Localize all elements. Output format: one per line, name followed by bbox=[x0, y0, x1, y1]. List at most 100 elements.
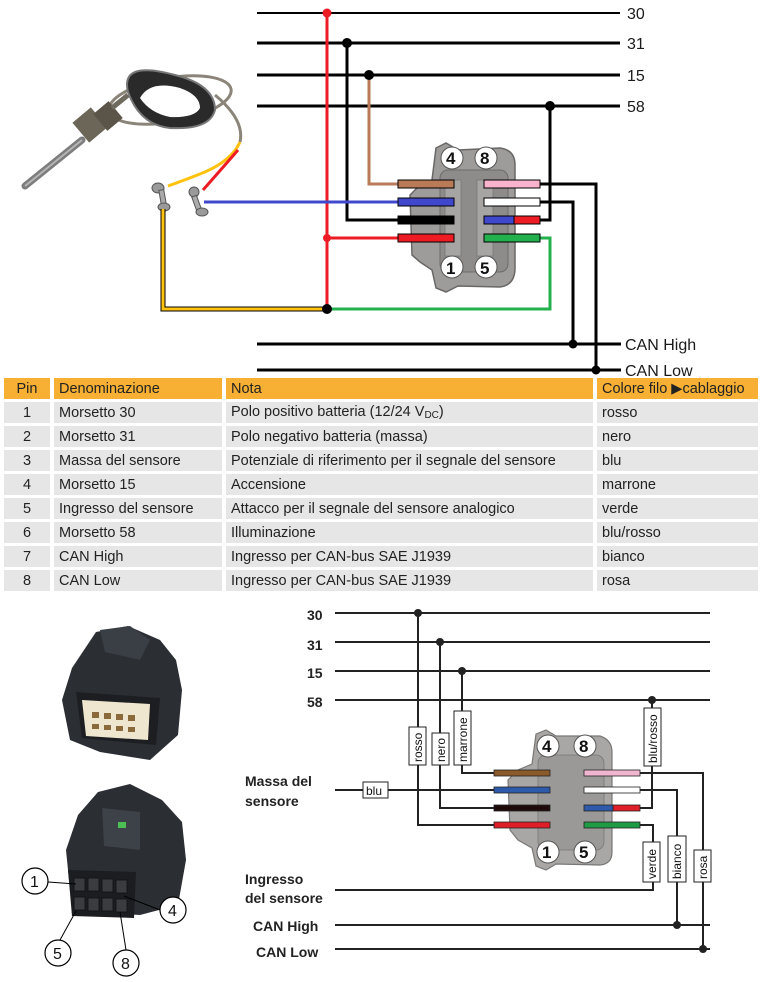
cell-note-subscript: DC bbox=[424, 410, 439, 421]
cell-wire-color: rosa bbox=[597, 570, 758, 591]
wire-marrone bbox=[367, 75, 398, 186]
wire-tags bbox=[362, 707, 712, 883]
cell-wire-color: marrone bbox=[597, 474, 758, 495]
cell-pin: 7 bbox=[4, 546, 50, 567]
table-row: 3 Massa del sensore Potenziale di riferi… bbox=[4, 450, 758, 471]
bus-label-30: 30 bbox=[307, 607, 323, 623]
cell-name: Morsetto 30 bbox=[54, 402, 222, 423]
cell-note: Illuminazione bbox=[226, 522, 593, 543]
temperature-sensor-image bbox=[21, 69, 243, 217]
callout-pin-4: 4 bbox=[168, 903, 177, 920]
cell-pin: 4 bbox=[4, 474, 50, 495]
header-pin: Pin bbox=[4, 378, 50, 399]
header-note: Nota bbox=[226, 378, 593, 399]
junction-dots-bottom bbox=[414, 609, 707, 953]
cell-wire-color: blu/rosso bbox=[597, 522, 758, 543]
bus-label-31: 31 bbox=[627, 36, 645, 53]
cell-wire-color: nero bbox=[597, 426, 758, 447]
label-can-low: CAN Low bbox=[256, 944, 318, 960]
pin-stubs-bottom bbox=[493, 769, 641, 829]
cell-note: Ingresso per CAN-bus SAE J1939 bbox=[226, 546, 593, 567]
cell-pin: 5 bbox=[4, 498, 50, 519]
table-header-row: Pin Denominazione Nota Colore filo ▶cabl… bbox=[4, 378, 758, 399]
cell-name: Massa del sensore bbox=[54, 450, 222, 471]
junction-dots-top bbox=[322, 8, 601, 375]
label-ingresso-line1: Ingresso bbox=[245, 871, 303, 887]
cell-pin: 6 bbox=[4, 522, 50, 543]
table-row: 6 Morsetto 58 Illuminazione blu/rosso bbox=[4, 522, 758, 543]
pin-label-5: 5 bbox=[480, 259, 489, 278]
bus-label-15: 15 bbox=[627, 68, 645, 85]
table-row: 5 Ingresso del sensore Attacco per il se… bbox=[4, 498, 758, 519]
label-ingresso-line2: del sensore bbox=[245, 890, 323, 906]
wire-giallo bbox=[160, 209, 327, 312]
wire-nero bbox=[345, 43, 398, 222]
cell-pin: 8 bbox=[4, 570, 50, 591]
pin-label-8: 8 bbox=[579, 737, 588, 756]
cell-note: Ingresso per CAN-bus SAE J1939 bbox=[226, 570, 593, 591]
tag-marrone: marrone bbox=[456, 717, 470, 762]
pin-callouts bbox=[21, 867, 187, 977]
bus-label-15: 15 bbox=[307, 665, 323, 681]
pin-label-1: 1 bbox=[542, 843, 551, 862]
callout-pin-1: 1 bbox=[30, 874, 39, 891]
bus-label-31: 31 bbox=[307, 637, 323, 653]
connector-bottom bbox=[507, 729, 613, 871]
bus-label-58: 58 bbox=[627, 99, 645, 116]
cell-pin: 2 bbox=[4, 426, 50, 447]
pin-label-4: 4 bbox=[446, 149, 456, 168]
header-name: Denominazione bbox=[54, 378, 222, 399]
cell-note: Polo negativo batteria (massa) bbox=[226, 426, 593, 447]
wire-bianco bbox=[540, 200, 575, 344]
table-row: 1 Morsetto 30 Polo positivo batteria (12… bbox=[4, 402, 758, 423]
pin-assignment-table: Pin Denominazione Nota Colore filo ▶cabl… bbox=[0, 375, 762, 594]
pin-label-4: 4 bbox=[542, 737, 552, 756]
wire-verde bbox=[327, 236, 552, 311]
table-row: 7 CAN High Ingresso per CAN-bus SAE J193… bbox=[4, 546, 758, 567]
pin-label-5: 5 bbox=[579, 843, 588, 862]
bus-label-58: 58 bbox=[307, 694, 323, 710]
tag-nero: nero bbox=[434, 738, 448, 762]
cell-pin: 3 bbox=[4, 450, 50, 471]
pin-label-1: 1 bbox=[446, 259, 455, 278]
wire-rosa bbox=[540, 182, 598, 370]
cell-note-end: ) bbox=[438, 404, 444, 420]
bus-label-30: 30 bbox=[627, 6, 645, 23]
top-wiring-diagram: 30 31 15 58 CAN High CAN Low 4 8 1 5 bbox=[21, 6, 696, 378]
cell-wire-color: rosso bbox=[597, 402, 758, 423]
cell-name: CAN High bbox=[54, 546, 222, 567]
cell-name: Morsetto 58 bbox=[54, 522, 222, 543]
table-row: 2 Morsetto 31 Polo negativo batteria (ma… bbox=[4, 426, 758, 447]
cell-note: Potenziale di riferimento per il segnale… bbox=[226, 450, 593, 471]
cell-wire-color: bianco bbox=[597, 546, 758, 567]
tag-bianco: bianco bbox=[670, 843, 684, 879]
wire-blu-rosso bbox=[540, 106, 552, 222]
cell-note: Accensione bbox=[226, 474, 593, 495]
wires-top bbox=[160, 13, 598, 370]
cell-wire-color: verde bbox=[597, 498, 758, 519]
header-wire-color: Colore filo ▶cablaggio bbox=[597, 378, 758, 399]
cell-wire-color: blu bbox=[597, 450, 758, 471]
label-massa-line2: sensore bbox=[245, 793, 299, 809]
pin-label-8: 8 bbox=[480, 149, 489, 168]
table-row: 4 Morsetto 15 Accensione marrone bbox=[4, 474, 758, 495]
label-can-high: CAN High bbox=[253, 918, 318, 934]
label-massa-line1: Massa del bbox=[245, 773, 312, 789]
connector-photo-front bbox=[62, 626, 182, 760]
cell-note: Attacco per il segnale del sensore analo… bbox=[226, 498, 593, 519]
tag-blu: blu bbox=[366, 784, 382, 798]
terminal-screw-right-icon bbox=[188, 186, 209, 217]
cell-name: Morsetto 31 bbox=[54, 426, 222, 447]
cell-name: CAN Low bbox=[54, 570, 222, 591]
callout-pin-5: 5 bbox=[53, 946, 62, 963]
connector-photo-rear bbox=[66, 784, 186, 918]
cell-name: Morsetto 15 bbox=[54, 474, 222, 495]
cell-note: Polo positivo batteria (12/24 VDC) bbox=[226, 402, 593, 423]
cell-name: Ingresso del sensore bbox=[54, 498, 222, 519]
cell-note-text: Polo positivo batteria (12/24 V bbox=[231, 404, 425, 420]
tag-verde: verde bbox=[645, 849, 659, 879]
tag-blu-rosso: blu/rosso bbox=[646, 714, 660, 763]
bus-label-can-high: CAN High bbox=[625, 337, 696, 354]
bottom-wiring-diagram: 1 4 5 8 30 31 15 58 Massa del sensore In… bbox=[21, 607, 712, 977]
table-row: 8 CAN Low Ingresso per CAN-bus SAE J1939… bbox=[4, 570, 758, 591]
